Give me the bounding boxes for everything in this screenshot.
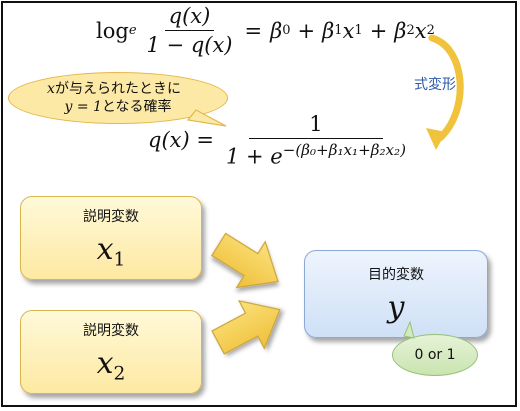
beta2: β — [394, 18, 407, 43]
probability-callout: xが与えられたときに y = 1となる確率 — [8, 72, 228, 124]
x1-box-var: x1 — [97, 232, 126, 271]
callout-x-var: x — [47, 80, 55, 97]
x2-term-sub: 2 — [426, 23, 435, 38]
sigmoid-den-base: 1 + e — [225, 144, 283, 169]
beta1: β — [322, 18, 335, 43]
beta0: β — [270, 18, 283, 43]
y-box-label: 目的変数 — [368, 266, 424, 283]
x1-box-label: 説明変数 — [83, 208, 139, 225]
log-base: e — [128, 23, 137, 38]
x2-var-letter: x — [96, 345, 114, 381]
x1-term-sub: 1 — [354, 23, 363, 38]
explanatory-variable-x2-box: 説明変数 x2 — [20, 310, 202, 394]
sigmoid-equation: q(x) = 1 1 + e−(β₀+β₁x₁+β₂x₂) — [148, 112, 410, 168]
beta2-sub: 2 — [406, 23, 415, 38]
x1-term: x — [342, 18, 355, 43]
odds-numerator: q(x) — [164, 4, 215, 31]
x1-var-letter: x — [96, 231, 114, 267]
y-box-var: y — [387, 289, 405, 325]
callout-y-eq: y = 1 — [64, 99, 102, 115]
callout-line1-text: が与えられたときに — [54, 80, 181, 97]
x1-var-sub: 1 — [113, 249, 126, 271]
callout-line-1: xが与えられたときに — [47, 80, 181, 98]
log-text: log — [96, 18, 129, 43]
callout-line2-text: となる確率 — [101, 99, 172, 115]
beta1-sub: 1 — [334, 23, 343, 38]
transform-label: 式変形 — [414, 77, 456, 93]
binary-outcome-badge: 0 or 1 — [392, 334, 478, 376]
plus-sign-1: + — [297, 18, 316, 43]
x2-box-var: x2 — [97, 346, 126, 385]
x2-var-sub: 2 — [113, 363, 126, 385]
sigmoid-fraction: 1 1 + e−(β₀+β₁x₁+β₂x₂) — [222, 112, 410, 168]
plus-sign-2: + — [369, 18, 388, 43]
beta0-sub: 0 — [282, 23, 291, 38]
callout-line-2: y = 1となる確率 — [64, 98, 171, 116]
sigmoid-den-exponent: −(β₀+β₁x₁+β₂x₂) — [282, 141, 407, 159]
explanatory-variable-x1-box: 説明変数 x1 — [20, 196, 202, 280]
x2-term: x — [414, 18, 427, 43]
odds-fraction: q(x) 1 − q(x) — [143, 4, 237, 57]
target-variable-y-box: 目的変数 y — [304, 250, 488, 338]
sigmoid-lhs: q(x) = — [148, 128, 214, 153]
sigmoid-denominator: 1 + e−(β₀+β₁x₁+β₂x₂) — [222, 139, 410, 168]
x2-box-label: 説明変数 — [83, 322, 139, 339]
equals-sign: = — [244, 18, 263, 43]
odds-denominator: 1 − q(x) — [146, 33, 233, 57]
sigmoid-numerator: 1 — [249, 112, 383, 139]
